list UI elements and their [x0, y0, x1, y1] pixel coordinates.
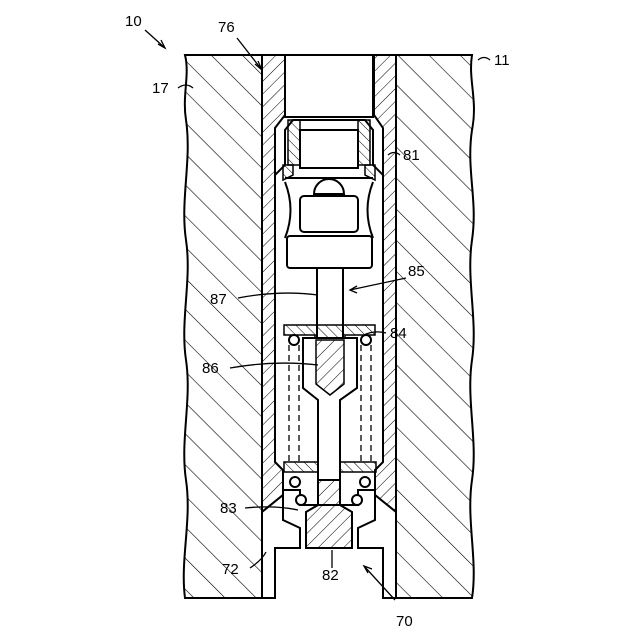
- label-81: 81: [403, 147, 420, 164]
- label-17: 17: [152, 80, 169, 97]
- label-82: 82: [322, 567, 339, 584]
- label-85: 85: [408, 263, 425, 280]
- label-10: 10: [125, 13, 142, 30]
- label-83: 83: [220, 500, 237, 517]
- label-11: 11: [494, 52, 510, 69]
- label-76: 76: [218, 19, 235, 36]
- label-84: 84: [390, 325, 407, 342]
- top-plug: [285, 55, 373, 168]
- outer-body-right: [396, 55, 474, 598]
- label-70: 70: [396, 613, 413, 630]
- label-86: 86: [202, 360, 219, 377]
- label-72: 72: [222, 561, 239, 578]
- label-87: 87: [210, 291, 227, 308]
